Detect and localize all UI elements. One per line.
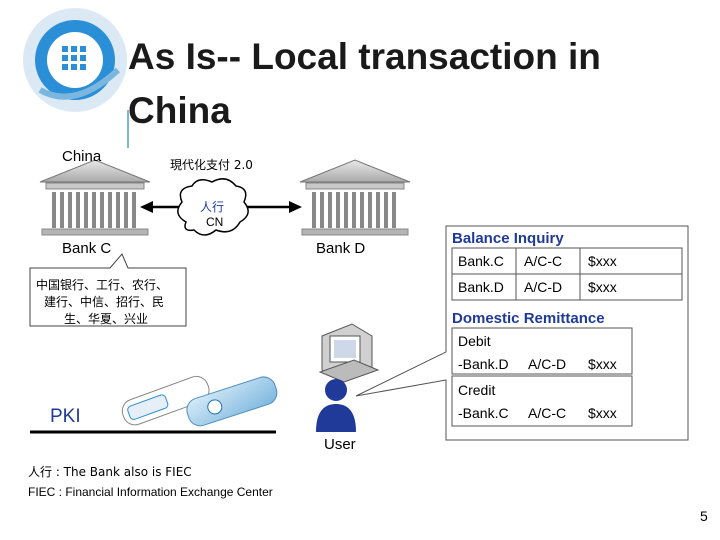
footnote-2: FIEC : Financial Information Exchange Ce…: [28, 485, 273, 499]
bank-list-callout: [29, 253, 187, 327]
bank-d-label: Bank D: [316, 240, 366, 257]
debit-amount: $xxx: [588, 356, 617, 372]
credit-amount: $xxx: [588, 405, 617, 421]
domestic-remittance-title: Domestic Remittance: [452, 310, 605, 327]
balance-row1-account: A/C-C: [524, 253, 563, 269]
bank-list-line1: 中国银行、工行、农行、: [36, 278, 169, 292]
page-number: 5: [700, 508, 708, 524]
bank-list-line3: 生、华夏、兴业: [64, 312, 149, 326]
balance-table-grid: [451, 247, 683, 301]
balance-row2-bank: Bank.D: [458, 279, 504, 295]
bank-list-line2: 建行、中信、招行、民: [44, 295, 165, 309]
credit-label: Credit: [458, 382, 496, 398]
region-label: China: [62, 148, 102, 165]
payment-system-label: 現代化支付 2.0: [170, 158, 253, 172]
remittance-table-grid: [451, 327, 633, 427]
credit-bank: -Bank.C: [458, 405, 509, 421]
balance-row1-amount: $xxx: [588, 253, 617, 269]
user-icon: [316, 379, 356, 432]
computer-icon: [318, 323, 380, 383]
debit-account: A/C-D: [528, 356, 567, 372]
pki-label: PKI: [50, 406, 81, 427]
hub-label-line1: 人行: [200, 200, 225, 214]
bank-c-building-icon: [39, 159, 151, 236]
bank-c-label: Bank C: [62, 240, 112, 257]
balance-row2-account: A/C-D: [524, 279, 563, 295]
transaction-callout: [355, 225, 689, 441]
balance-row2-amount: $xxx: [588, 279, 617, 295]
debit-bank: -Bank.D: [458, 356, 509, 372]
footnote-1: 人行 : The Bank also is FIEC: [28, 465, 192, 479]
bank-d-building-icon: [299, 159, 411, 236]
user-label: User: [324, 436, 356, 453]
hub-label-line2: CN: [206, 215, 224, 229]
cloud-icon: [177, 178, 249, 236]
balance-row1-bank: Bank.C: [458, 253, 504, 269]
balance-inquiry-title: Balance Inquiry: [452, 230, 564, 247]
debit-label: Debit: [458, 333, 491, 349]
globe-logo-icon: [23, 8, 127, 112]
slide-title: As Is-- Local transaction in China: [128, 36, 601, 131]
credit-account: A/C-C: [528, 405, 567, 421]
usb-token-icon: [121, 375, 278, 427]
